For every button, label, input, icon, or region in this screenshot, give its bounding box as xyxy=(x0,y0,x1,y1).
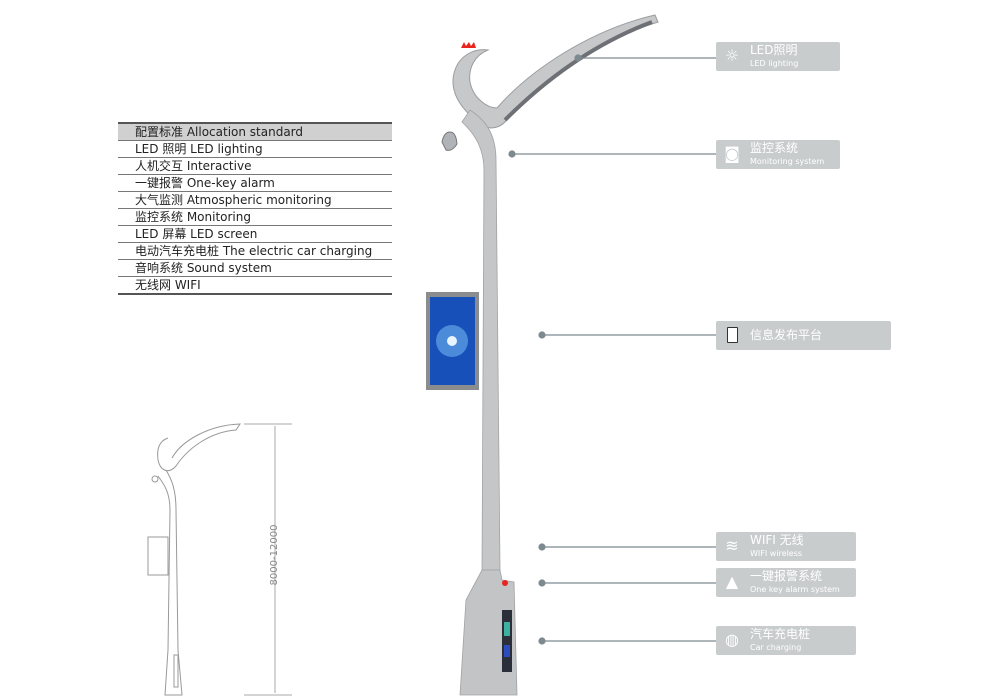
callout-title: 一键报警系统 xyxy=(750,569,823,583)
table-row: 音响系统 Sound system xyxy=(118,260,392,277)
callout-info-platform: 信息发布平台 xyxy=(716,321,891,350)
callout-car-charging: ◍ 汽车充电桩 Car charging xyxy=(716,626,856,655)
callout-subtitle: One key alarm system xyxy=(750,585,840,594)
dimension-label: 8000-12000 xyxy=(269,524,280,586)
callout-subtitle: Car charging xyxy=(750,643,802,652)
wifi-icon: ≋ xyxy=(725,536,739,555)
sun-icon: ☼ xyxy=(724,46,740,65)
callout-title: 汽车充电桩 xyxy=(750,627,811,641)
callout-subtitle: Monitoring system xyxy=(750,157,825,166)
table-header: 配置标准 Allocation standard xyxy=(118,124,392,141)
main-pole xyxy=(426,14,659,696)
table-row: 一键报警 One-key alarm xyxy=(118,175,392,192)
table-row: 无线网 WIFI xyxy=(135,278,201,292)
gauge-icon: ◍ xyxy=(725,630,739,649)
table-row: 监控系统 Monitoring xyxy=(118,209,392,226)
warning-icon: ▲ xyxy=(725,572,739,591)
table-row: LED 照明 LED lighting xyxy=(118,141,392,158)
table-row: 大气监测 Atmospheric monitoring xyxy=(118,192,392,209)
callout-title: LED照明 xyxy=(750,43,798,57)
callout-title: WIFI 无线 xyxy=(750,533,804,547)
callout-subtitle: LED lighting xyxy=(750,59,799,68)
leader-lines xyxy=(508,54,716,645)
callout-alarm: ▲ 一键报警系统 One key alarm system xyxy=(716,568,856,597)
table-row: 人机交互 Interactive xyxy=(118,158,392,175)
dimension-line xyxy=(244,423,292,696)
callout-led-lighting: ☼ LED照明 LED lighting xyxy=(716,42,840,71)
table-row: LED 屏幕 LED screen xyxy=(118,226,392,243)
callout-subtitle: WIFI wireless xyxy=(750,549,803,558)
callout-title: 信息发布平台 xyxy=(750,328,823,342)
callout-monitoring: ◙ 监控系统 Monitoring system xyxy=(716,140,840,169)
callout-title: 监控系统 xyxy=(750,141,799,155)
table-row: 电动汽车充电桩 The electric car charging xyxy=(118,243,392,260)
camera-icon: ◙ xyxy=(724,144,740,163)
allocation-table: 配置标准 Allocation standard LED 照明 LED ligh… xyxy=(118,122,392,295)
small-pole-outline xyxy=(147,423,241,696)
callout-wifi: ≋ WIFI 无线 WIFI wireless xyxy=(716,532,856,561)
phone-icon xyxy=(723,326,741,344)
